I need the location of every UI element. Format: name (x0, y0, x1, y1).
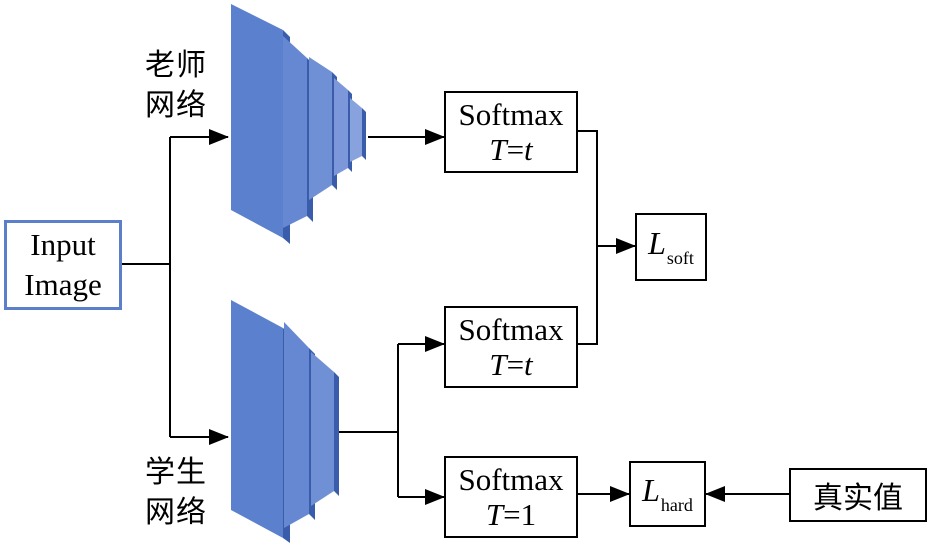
teacher-label-line2: 网络 (145, 88, 207, 123)
teacher-network-label: 老师 网络 (145, 46, 207, 126)
softmax-student-hard-temp: T=1 (485, 497, 537, 532)
softmax-merge-line (577, 130, 598, 345)
teacher-layer-5-side (362, 108, 366, 160)
teacher-layer-1-face (231, 4, 283, 238)
softmax-teacher-title: Softmax (458, 97, 564, 132)
teacher-layer-5-face (350, 98, 362, 162)
student-label-line1: 学生 (145, 455, 207, 490)
softmax-student-soft-temp: T=t (489, 347, 533, 382)
loss-soft-subscript: soft (666, 248, 694, 268)
teacher-label-line1: 老师 (145, 48, 207, 83)
input-image-box: Input Image (4, 220, 122, 310)
loss-hard-subscript: hard (660, 495, 693, 515)
loss-soft-symbol: L (648, 225, 666, 261)
student-layer-3-face (311, 352, 334, 506)
ground-truth-label: 真实值 (813, 481, 903, 516)
student-layer-1-face (231, 300, 283, 538)
loss-hard-symbol: L (642, 472, 660, 508)
softmax-student-soft-title: Softmax (458, 312, 564, 347)
softmax-student-soft-box: Softmax T=t (444, 306, 578, 388)
softmax-student-hard-box: Softmax T=1 (444, 456, 578, 538)
student-label-line2: 网络 (145, 495, 207, 530)
loss-hard-box: Lhard (629, 461, 706, 527)
teacher-layer-3-face (309, 57, 332, 200)
student-network-label: 学生 网络 (145, 453, 207, 533)
softmax-student-hard-title: Softmax (458, 462, 564, 497)
teacher-layer-4-face (334, 78, 348, 176)
ground-truth-box: 真实值 (789, 468, 927, 522)
input-image-line2: Image (24, 267, 102, 302)
input-image-line1: Input (30, 227, 96, 262)
student-layer-2-face (284, 322, 309, 528)
softmax-teacher-box: Softmax T=t (444, 91, 578, 173)
student-layer-3-side (334, 372, 339, 496)
loss-soft-box: Lsoft (635, 213, 707, 281)
softmax-teacher-temp: T=t (489, 132, 533, 167)
teacher-layer-2-face (283, 36, 307, 228)
